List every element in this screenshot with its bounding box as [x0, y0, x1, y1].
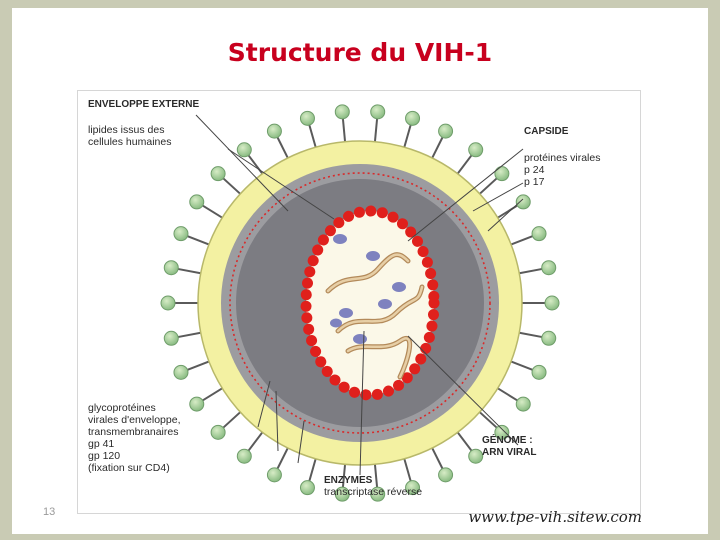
gp120-knob — [299, 110, 315, 126]
label-glyco-line5: gp 120 — [88, 450, 121, 462]
gp120-knob — [438, 123, 454, 139]
label-genome-line2: ARN VIRAL — [482, 447, 537, 458]
gp120-knob — [266, 467, 282, 483]
label-proteines-line1: protéines virales — [524, 152, 601, 164]
slide-title: Structure du VIH-1 — [227, 38, 493, 67]
source-url: www.tpe-vih.sitew.com — [468, 508, 642, 526]
gp120-knob — [299, 480, 315, 496]
gp120-knob — [370, 104, 386, 120]
label-enveloppe-externe: ENVELOPPE EXTERNE — [88, 99, 200, 110]
label-enzymes-line1: ENZYMES — [324, 475, 373, 486]
capsid-interior — [312, 217, 428, 389]
gp120-knob — [266, 123, 282, 139]
gp120-knob — [531, 364, 547, 380]
gp120-knob — [163, 330, 179, 346]
pointer-lines — [195, 114, 524, 476]
gp120-knob — [163, 260, 179, 276]
gp120-knob — [173, 226, 189, 242]
gp120-knob — [189, 396, 205, 412]
label-capside: CAPSIDE — [524, 126, 569, 137]
gp120-knob — [405, 110, 421, 126]
label-glyco-line4: gp 41 — [88, 438, 115, 450]
gp120-knob — [173, 364, 189, 380]
gp120-knob — [189, 194, 205, 210]
label-glyco-line6: (fixation sur CD4) — [88, 462, 170, 474]
label-glyco-line2: virales d'enveloppe, — [88, 414, 181, 426]
label-proteines-line2: p 24 — [524, 164, 545, 176]
label-lipides-line2: cellules humaines — [88, 136, 172, 148]
gp120-knob — [531, 226, 547, 242]
page-number: 13 — [43, 506, 56, 518]
gp120-knob — [210, 424, 226, 440]
gp120-knob — [236, 448, 252, 464]
gp120-knob — [236, 142, 252, 158]
label-lipides-line1: lipides issus des — [88, 124, 165, 136]
gp120-knob — [160, 295, 176, 311]
gp120-knob — [494, 166, 510, 182]
label-glyco-line1: glycoprotéines — [88, 402, 156, 414]
gp120-knob — [334, 486, 350, 502]
virion-illustration — [160, 104, 560, 502]
gp120-knob — [468, 142, 484, 158]
gp120-knob — [515, 194, 531, 210]
gp120-knob — [515, 396, 531, 412]
label-proteines-line3: p 17 — [524, 176, 545, 188]
slide: Structure du VIH-1 — [12, 8, 708, 534]
gp120-knob — [405, 480, 421, 496]
gp120-knob — [334, 104, 350, 120]
gp120-knob — [541, 260, 557, 276]
label-genome-line1: GÉNOME : — [482, 435, 533, 446]
gp120-knob — [494, 424, 510, 440]
gp120-knob — [370, 486, 386, 502]
gp120-knob — [210, 166, 226, 182]
hiv-structure-diagram: ENVELOPPE EXTERNE lipides issus des cell… — [77, 90, 641, 514]
gp120-knob — [541, 330, 557, 346]
gp120-knob — [438, 467, 454, 483]
matrix-protein-ring — [229, 172, 491, 434]
gp120-knob — [468, 448, 484, 464]
label-glyco-line3: transmembranaires — [88, 426, 179, 438]
gp120-knob — [544, 295, 560, 311]
label-enzymes-line2: transcriptase réverse — [324, 486, 423, 498]
